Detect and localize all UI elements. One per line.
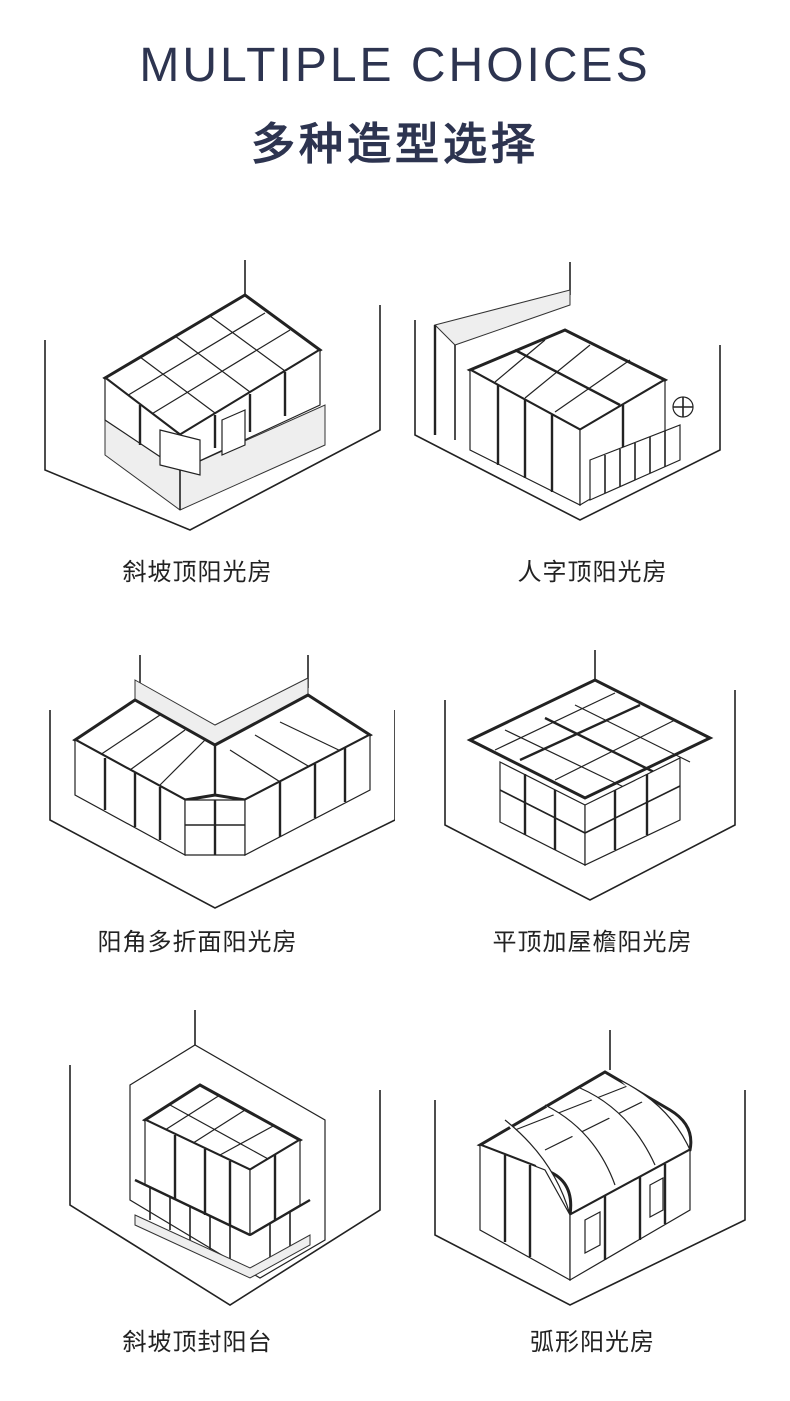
style-card-sloped-roof-balcony: 斜坡顶封阳台 — [0, 1010, 395, 1370]
page-title-zh: 多种造型选择 — [251, 119, 539, 170]
style-card-corner-multi-facet: 阳角多折面阳光房 — [0, 650, 395, 960]
flat-roof-eave-sunroom-drawing — [444, 650, 736, 901]
style-card-curved: 弧形阳光房 — [395, 1010, 790, 1370]
style-label-gable-roof: 人字顶阳光房 — [517, 558, 668, 586]
sloped-roof-balcony-drawing — [69, 1010, 381, 1306]
style-label-curved: 弧形阳光房 — [530, 1328, 655, 1356]
corner-multi-facet-sunroom-drawing — [49, 655, 395, 909]
style-label-sloped-roof: 斜坡顶阳光房 — [122, 558, 273, 586]
style-card-flat-roof-eave: 平顶加屋檐阳光房 — [395, 650, 790, 960]
style-label-corner-multi-facet: 阳角多折面阳光房 — [97, 928, 298, 956]
sloped-roof-sunroom-drawing — [44, 260, 381, 531]
style-label-sloped-roof-balcony: 斜坡顶封阳台 — [122, 1328, 273, 1356]
style-card-gable-roof: 人字顶阳光房 — [395, 250, 790, 590]
gable-roof-sunroom-drawing — [414, 262, 721, 521]
style-label-flat-roof-eave: 平顶加屋檐阳光房 — [492, 928, 693, 956]
style-card-sloped-roof: 斜坡顶阳光房 — [0, 250, 395, 590]
page-title-en: MULTIPLE CHOICES — [139, 39, 651, 92]
curved-sunroom-drawing — [434, 1030, 746, 1306]
